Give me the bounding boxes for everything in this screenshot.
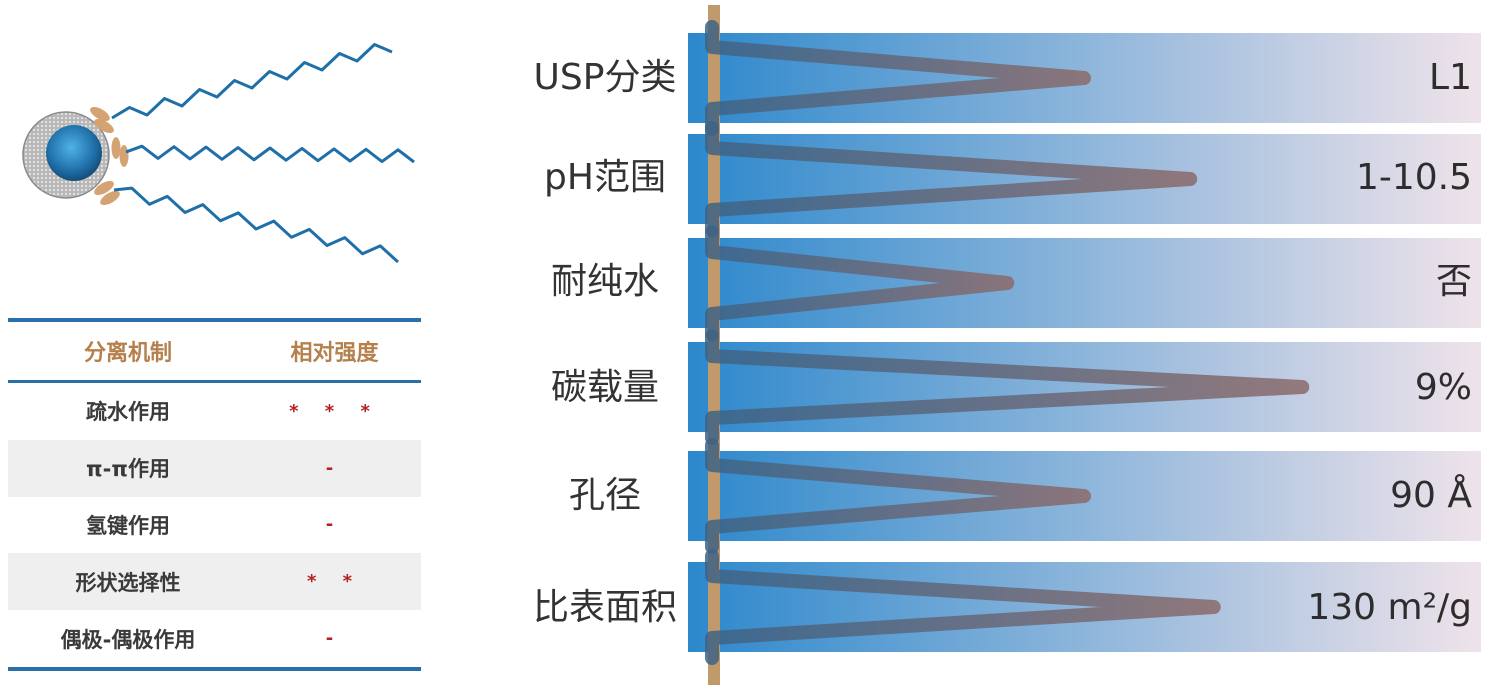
property-label-carbon: 碳载量 <box>550 367 659 408</box>
property-level-chain <box>705 121 1198 237</box>
table-row: π-π作用 - <box>8 439 421 497</box>
property-band <box>688 238 1481 328</box>
property-level-chain <box>705 438 1091 554</box>
property-label-water: 耐纯水 <box>550 261 659 302</box>
property-value-ph: 1-10.5 <box>1355 157 1472 198</box>
strength-cell: - <box>325 628 344 650</box>
property-value-water: 否 <box>1435 261 1472 302</box>
strength-cell: * * <box>306 571 363 593</box>
table-row: 偶极-偶极作用 - <box>8 610 421 667</box>
strength-cell: - <box>325 514 344 536</box>
alkyl-chain-bottom <box>113 186 400 264</box>
property-level-chain <box>705 225 1015 341</box>
property-label-ph: pH范围 <box>544 157 666 198</box>
header-mechanism: 分离机制 <box>83 341 172 366</box>
bonded-phase-illustration <box>22 43 415 264</box>
table-row: 疏水作用 * * * <box>8 383 421 440</box>
property-label-surface: 比表面积 <box>532 587 677 628</box>
alkyl-chain-top <box>111 43 393 120</box>
table-row: 氢键作用 - <box>8 497 421 554</box>
property-value-carbon: 9% <box>1414 367 1472 408</box>
property-label-pore: 孔径 <box>568 475 641 516</box>
alkyl-chain-middle <box>125 144 415 164</box>
silica-particle-icon <box>22 111 110 199</box>
property-value-pore: 90 Å <box>1390 475 1472 516</box>
mechanism-cell: 氢键作用 <box>86 513 170 538</box>
mechanism-cell: 形状选择性 <box>75 570 181 595</box>
property-level-chain <box>705 329 1310 445</box>
mechanism-cell: 偶极-偶极作用 <box>60 627 196 652</box>
property-level-chain <box>705 20 1091 136</box>
property-label-usp: USP分类 <box>533 57 677 98</box>
mechanism-cell: π-π作用 <box>86 457 170 482</box>
header-strength: 相对强度 <box>290 341 379 366</box>
strength-cell: * * * <box>289 400 380 422</box>
strength-cell: - <box>325 457 344 479</box>
mechanism-cell: 疏水作用 <box>86 400 170 425</box>
ligand-ovals <box>90 107 129 205</box>
separation-mechanism-table: 分离机制 相对强度 疏水作用 * * * π-π作用 - 氢键作用 - 形状选择… <box>8 318 421 671</box>
property-value-surface: 130 m²/g <box>1307 587 1472 628</box>
property-level-chain <box>705 549 1221 665</box>
property-value-usp: L1 <box>1429 57 1472 98</box>
table-header-row: 分离机制 相对强度 <box>8 322 421 383</box>
table-row: 形状选择性 * * <box>8 553 421 611</box>
alkyl-chains <box>111 43 415 264</box>
